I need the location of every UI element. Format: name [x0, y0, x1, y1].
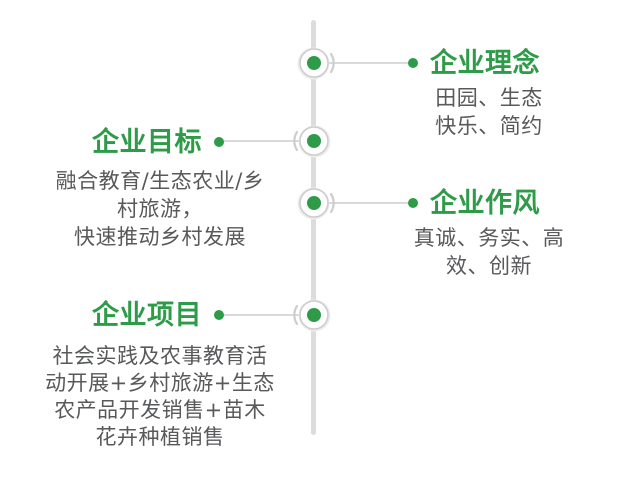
goal-title: 企业目标: [92, 126, 202, 158]
projects-title: 企业项目: [92, 299, 202, 331]
bullet-icon: [214, 310, 224, 320]
projects-title-row: 企业项目: [92, 301, 224, 329]
timeline-line: [311, 20, 316, 435]
bullet-icon: [408, 198, 418, 208]
projects-body: 社会实践及农事教育活动开展+乡村旅游+生态农产品开发销售+苗木花卉种植销售: [45, 344, 275, 449]
philosophy-body: 田园、生态快乐、简约: [435, 86, 543, 138]
style-title: 企业作风: [430, 187, 540, 219]
style-body: 真诚、务实、高效、创新: [413, 226, 565, 278]
connector-line-projects: [222, 314, 302, 316]
connector-line-philosophy: [328, 62, 409, 64]
goal-body: 融合教育/生态农业/乡村旅游，快速推动乡村发展: [55, 169, 265, 249]
timeline-node-icon: [297, 187, 335, 220]
connector-line-goal: [222, 140, 302, 142]
connector-line-style: [328, 202, 409, 204]
bullet-icon: [214, 137, 224, 147]
philosophy-title-row: 企业理念: [408, 49, 540, 77]
style-title-row: 企业作风: [408, 189, 540, 217]
timeline-node-icon: [293, 299, 331, 332]
bullet-icon: [408, 58, 418, 68]
timeline-node-icon: [297, 47, 335, 80]
philosophy-title: 企业理念: [430, 47, 540, 79]
timeline-node-icon: [293, 125, 331, 158]
goal-title-row: 企业目标: [92, 128, 224, 156]
